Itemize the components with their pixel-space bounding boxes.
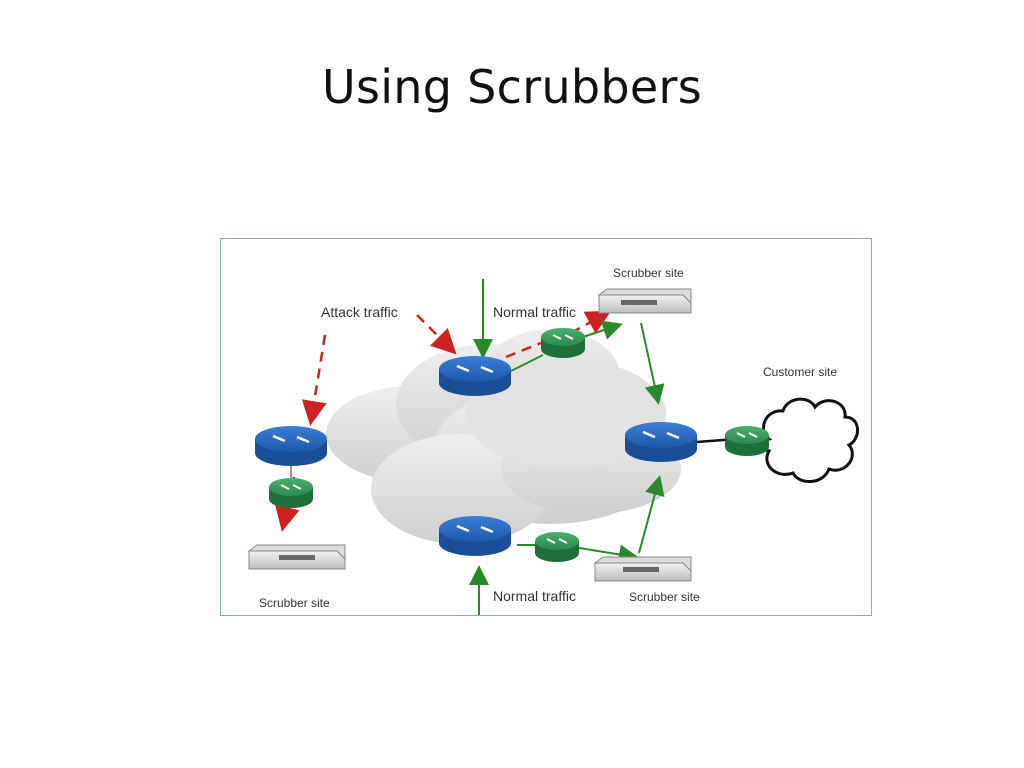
router-icon xyxy=(439,516,511,556)
scrubber-router-icon xyxy=(725,426,769,456)
scrubber-site-label-bottom: Scrubber site xyxy=(629,590,700,604)
scrubber-router-icon xyxy=(269,478,313,508)
slide-title: Using Scrubbers xyxy=(321,60,703,114)
scrubber-site-label-left: Scrubber site xyxy=(259,596,330,610)
scrubber-router-icon xyxy=(535,532,579,562)
scrubber-site-label-top: Scrubber site xyxy=(613,266,684,280)
normal-traffic-label-bottom: Normal traffic xyxy=(493,588,576,604)
customer-cloud-icon xyxy=(760,397,859,483)
router-icon xyxy=(439,356,511,396)
scrubber-appliance-icon xyxy=(593,556,692,582)
router-icon xyxy=(625,422,697,462)
scrubber-appliance-icon xyxy=(597,288,692,314)
scrubber-appliance-icon xyxy=(247,544,346,570)
attack-traffic-label: Attack traffic xyxy=(321,304,398,320)
customer-site-label: Customer site xyxy=(763,365,837,379)
network-diagram: Attack traffic Normal traffic Scrubber s… xyxy=(220,238,872,616)
router-icon xyxy=(255,426,327,466)
scrubber-router-icon xyxy=(541,328,585,358)
normal-traffic-label-top: Normal traffic xyxy=(493,304,576,320)
